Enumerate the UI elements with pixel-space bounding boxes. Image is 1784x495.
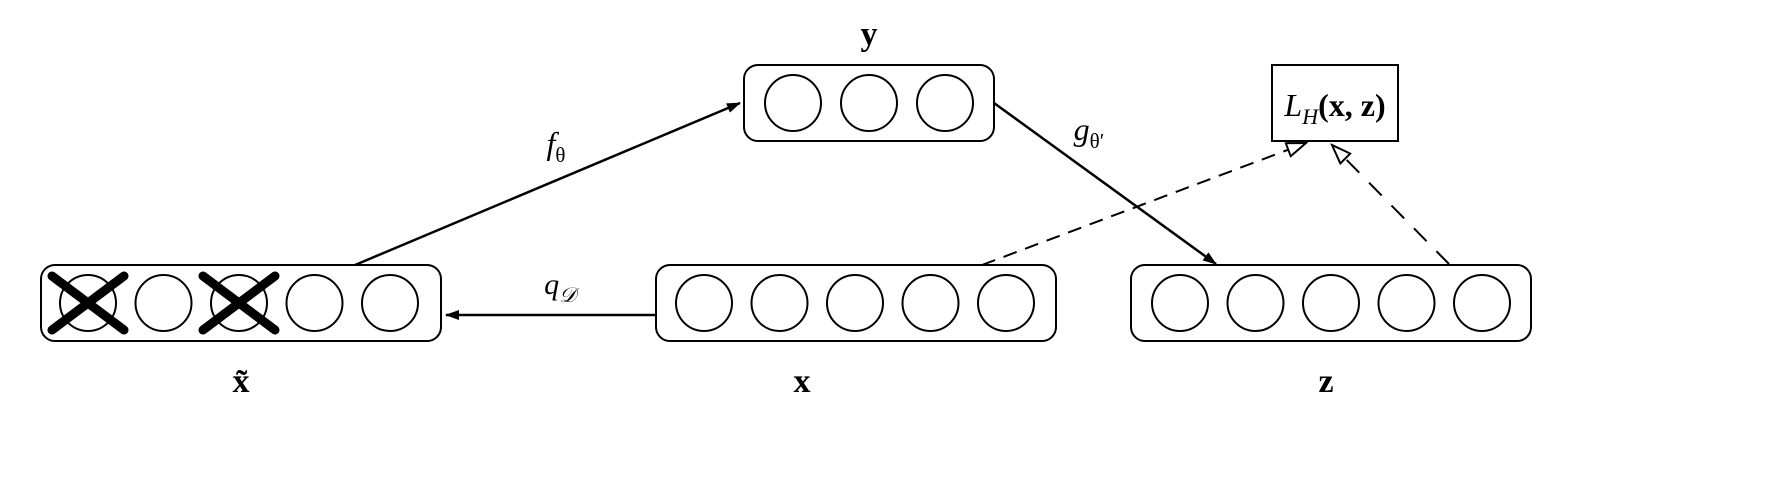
x-unit-4	[901, 274, 960, 332]
corruption-cross-unit-1-stroke-2	[47, 271, 129, 335]
loss-input-x-dashed-arrow	[981, 143, 1306, 266]
x-unit-3	[826, 274, 884, 332]
decoder-arrow	[993, 101, 1217, 266]
x-unit-1	[675, 274, 733, 332]
x-tilde-unit-2	[134, 274, 193, 332]
decoder-arrow-label: gθ′	[1074, 111, 1105, 153]
z-layer-label: z	[1318, 363, 1333, 400]
encoder-arrow-label: fθ	[547, 125, 566, 167]
y-unit-1	[764, 74, 822, 132]
loss-label: LH(x, z)	[1283, 87, 1385, 129]
y-layer-label: y	[861, 16, 878, 53]
x-unit-2	[750, 274, 809, 332]
x-tilde-layer-label: x̃	[233, 363, 250, 400]
x-unit-5	[977, 274, 1035, 332]
encoder-arrow	[354, 101, 741, 267]
corruption-arrow-label: q𝒟	[544, 268, 580, 307]
z-unit-1	[1151, 274, 1209, 332]
y-unit-3	[916, 74, 974, 132]
z-unit-4	[1377, 274, 1436, 332]
x-tilde-unit-4	[285, 274, 344, 332]
x-tilde-unit-5	[361, 274, 419, 332]
loss-input-z-dashed-arrow	[1332, 145, 1450, 265]
x-layer-label: x	[794, 363, 811, 400]
corruption-cross-unit-3-stroke-2	[198, 271, 280, 335]
y-unit-2	[840, 74, 898, 132]
corruption-marks-group	[47, 271, 280, 335]
loss-box	[1271, 64, 1399, 142]
z-unit-3	[1302, 274, 1360, 332]
z-unit-5	[1453, 274, 1511, 332]
z-unit-2	[1226, 274, 1285, 332]
